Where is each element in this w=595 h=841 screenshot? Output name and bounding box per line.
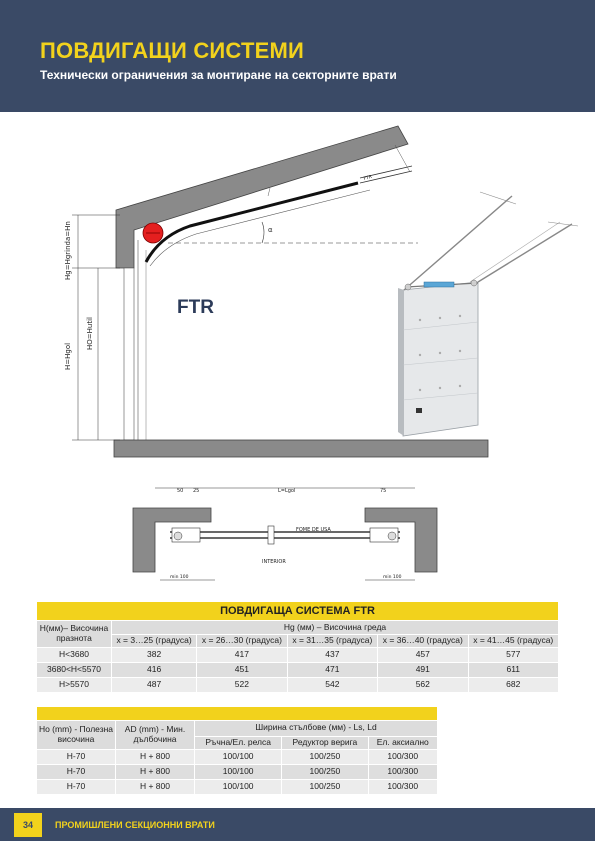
- table-row: H-70 H + 800 100/100 100/250 100/300: [36, 764, 438, 780]
- lifting-system-table: ПОВДИГАЩА СИСТЕМА FTR H(мм)– Височина пр…: [36, 601, 560, 693]
- table-cell: 457: [377, 647, 469, 663]
- plan-dim-ls: L=Lgol: [278, 488, 295, 494]
- table2-subheader: Редуктор верига: [281, 735, 369, 751]
- table-row: 3680<H<5570 416 451 471 491 611: [36, 662, 560, 678]
- table1-subheader: x = 41…45 (градуса): [467, 634, 560, 648]
- dim-h-label: H=Hgol: [64, 343, 72, 370]
- table-cell: 522: [196, 677, 288, 693]
- table-row: H>5570 487 522 542 562 682: [36, 677, 560, 693]
- table2-subheader: Ел. аксиално: [367, 735, 438, 751]
- table2-col-ho: Ho (mm) - Полезна височина: [36, 720, 116, 750]
- table-cell: 682: [467, 677, 560, 693]
- page-title: ПОВДИГАЩИ СИСТЕМИ: [40, 38, 305, 63]
- plan-dim-75: 75: [380, 488, 386, 494]
- table-cell: H + 800: [115, 779, 195, 795]
- table-cell: 100/100: [193, 749, 283, 765]
- table2-col-width: Ширина стълбове (мм) - Ls, Ld: [194, 720, 438, 737]
- table-row: H-70 H + 800 100/100 100/250 100/300: [36, 779, 438, 795]
- model-label: FTR: [177, 297, 214, 318]
- table-cell: H>5570: [36, 677, 112, 693]
- table-cell: 577: [467, 647, 560, 663]
- plan-view-drawing: 50 25 L=Lgol 75 FOME DE USA INTERIOR min…: [132, 487, 438, 581]
- table-cell: 451: [196, 662, 288, 678]
- table-cell: H + 800: [115, 749, 195, 765]
- table1-col-h: H(мм)– Височина празнота: [36, 620, 112, 648]
- table1-title: ПОВДИГАЩА СИСТЕМА FTR: [36, 601, 559, 621]
- page-subtitle: Технически ограничения за монтиране на с…: [40, 68, 397, 82]
- rail-label: FTR: [363, 174, 373, 182]
- table-cell: 100/250: [281, 764, 369, 780]
- table1-subheader: x = 36…40 (градуса): [377, 634, 469, 648]
- table-cell: 100/300: [367, 749, 438, 765]
- table1-subheader: x = 31…35 (градуса): [286, 634, 379, 648]
- side-section-drawing: α Hg=Hgrinda=Hn HO=Hutil H=Hgol FTR: [64, 125, 489, 458]
- table-cell: H-70: [36, 764, 116, 780]
- table-cell: 3680<H<5570: [36, 662, 112, 678]
- table-cell: 416: [110, 662, 198, 678]
- plan-min-right: min 100: [383, 574, 402, 580]
- table-cell: 562: [377, 677, 469, 693]
- table-row: H-70 H + 800 100/100 100/250 100/300: [36, 749, 438, 765]
- table-cell: 100/300: [367, 779, 438, 795]
- page-header: ПОВДИГАЩИ СИСТЕМИ Технически ограничения…: [0, 0, 595, 112]
- table2-col-ad: AD (mm) - Мин. дълбочина: [115, 720, 195, 750]
- footer-text: ПРОМИШЛЕНИ СЕКЦИОННИ ВРАТИ: [55, 820, 215, 830]
- dim-hg-label: Hg=Hgrinda=Hn: [64, 221, 72, 280]
- table1-subheader: x = 3…25 (градуса): [110, 634, 198, 648]
- plan-label-shaft: FOME DE USA: [296, 527, 331, 533]
- table-cell: 437: [286, 647, 379, 663]
- table-cell: 611: [467, 662, 560, 678]
- door-3d-illustration: [398, 191, 579, 437]
- table-cell: 491: [377, 662, 469, 678]
- table-cell: H-70: [36, 779, 116, 795]
- plan-dim-50: 50: [177, 488, 183, 494]
- table2-subheader: Ръчна/Ел. релса: [193, 735, 283, 751]
- table-cell: 417: [196, 647, 288, 663]
- table-cell: 100/250: [281, 749, 369, 765]
- dim-ho-label: HO=Hutil: [86, 317, 94, 350]
- table-cell: 471: [286, 662, 379, 678]
- table-cell: 487: [110, 677, 198, 693]
- table-row: H<3680 382 417 437 457 577: [36, 647, 560, 663]
- table2-header-band: [36, 706, 438, 721]
- table-cell: H<3680: [36, 647, 112, 663]
- table-cell: 100/250: [281, 779, 369, 795]
- table-cell: H + 800: [115, 764, 195, 780]
- table1-col-hg: Hg (мм) – Височина греда: [111, 620, 559, 635]
- plan-min-left: min 100: [170, 574, 189, 580]
- plan-dim-25: 25: [193, 488, 199, 494]
- table-cell: 100/300: [367, 764, 438, 780]
- table-cell: 382: [110, 647, 198, 663]
- pillar-width-table: Ho (mm) - Полезна височина AD (mm) - Мин…: [36, 706, 438, 795]
- technical-drawing: α Hg=Hgrinda=Hn HO=Hutil H=Hgol FTR: [64, 125, 579, 581]
- table-cell: 100/100: [193, 779, 283, 795]
- table-cell: 100/100: [193, 764, 283, 780]
- plan-label-interior: INTERIOR: [262, 559, 286, 565]
- page-number: 34: [14, 813, 42, 837]
- table1-subheader: x = 26…30 (градуса): [196, 634, 288, 648]
- angle-label: α: [268, 226, 273, 234]
- table-cell: 542: [286, 677, 379, 693]
- table-cell: H-70: [36, 749, 116, 765]
- page-footer: 34 ПРОМИШЛЕНИ СЕКЦИОННИ ВРАТИ: [0, 808, 595, 841]
